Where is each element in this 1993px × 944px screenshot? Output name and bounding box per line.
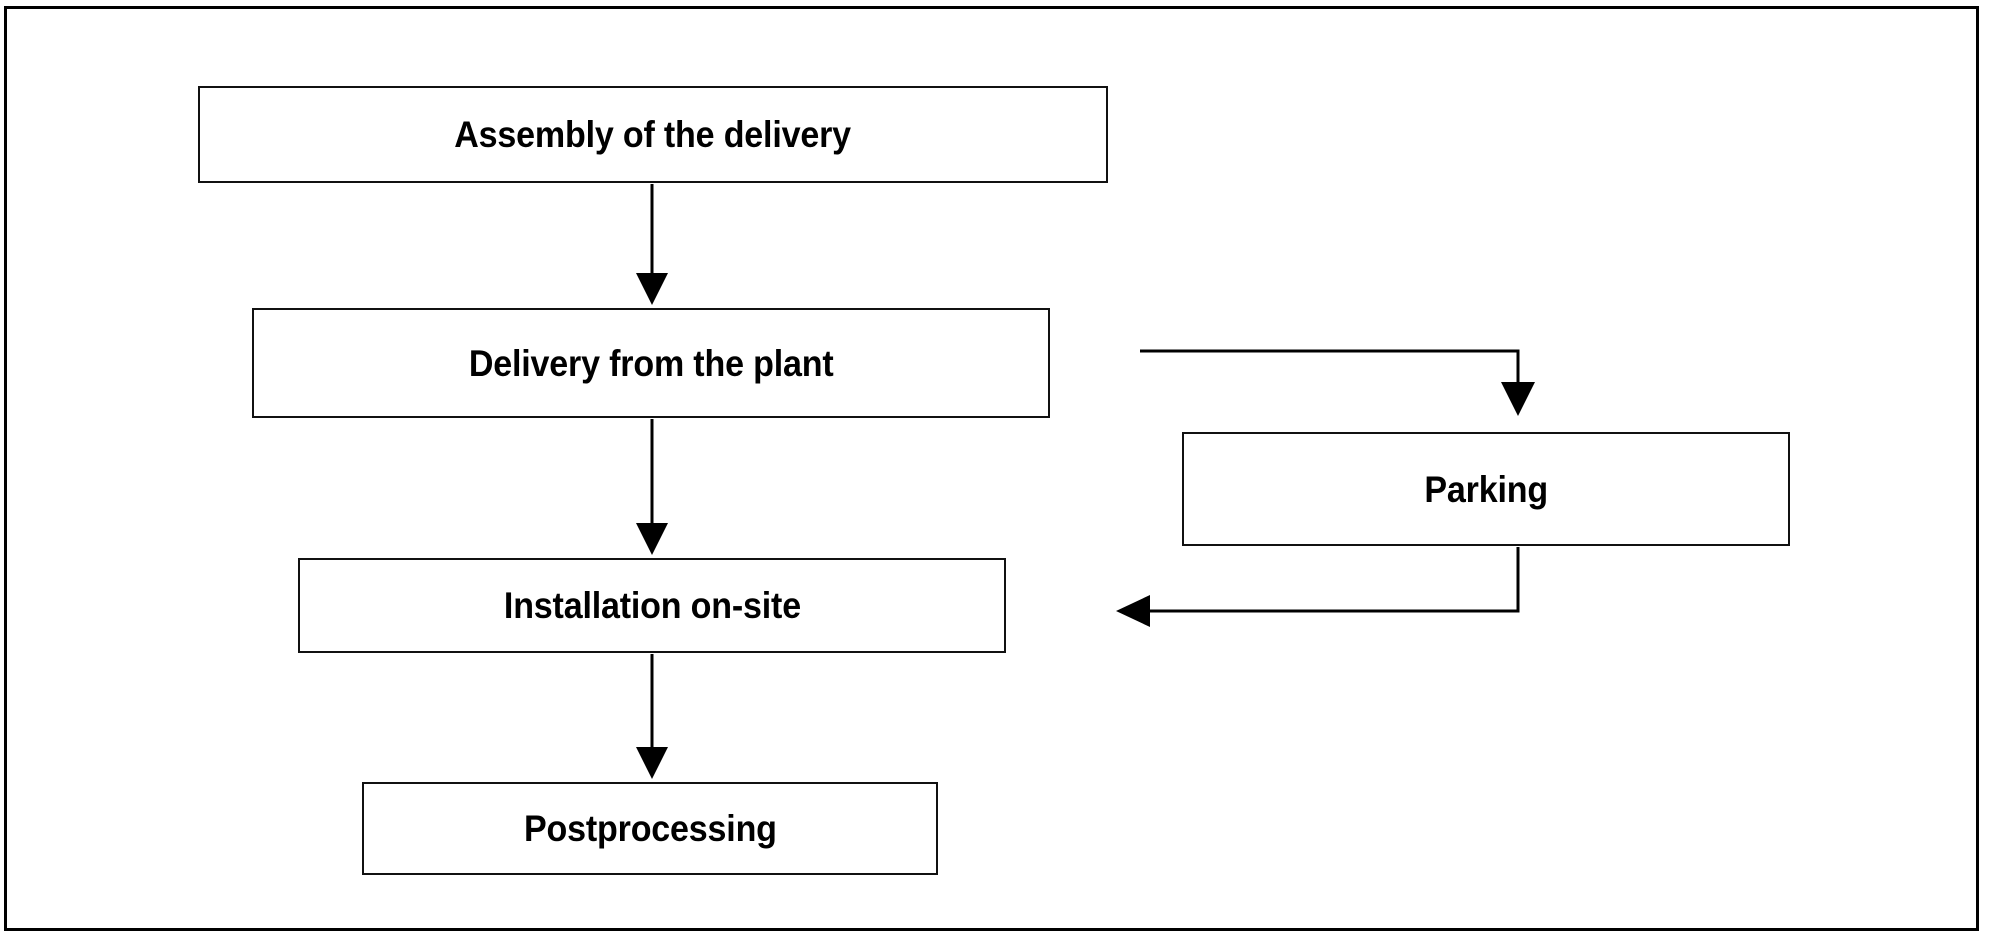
node-delivery-from-the-plant[interactable]: Delivery from the plant xyxy=(252,308,1050,418)
node-parking[interactable]: Parking xyxy=(1182,432,1790,546)
node-installation-on-site[interactable]: Installation on-site xyxy=(298,558,1006,653)
node-label: Parking xyxy=(1424,468,1548,510)
node-label: Assembly of the delivery xyxy=(454,114,852,155)
node-label: Installation on-site xyxy=(503,585,801,626)
node-label: Delivery from the plant xyxy=(468,342,834,384)
node-assembly-of-the-delivery[interactable]: Assembly of the delivery xyxy=(198,86,1108,183)
node-label: Postprocessing xyxy=(523,808,777,849)
node-postprocessing[interactable]: Postprocessing xyxy=(362,782,938,875)
